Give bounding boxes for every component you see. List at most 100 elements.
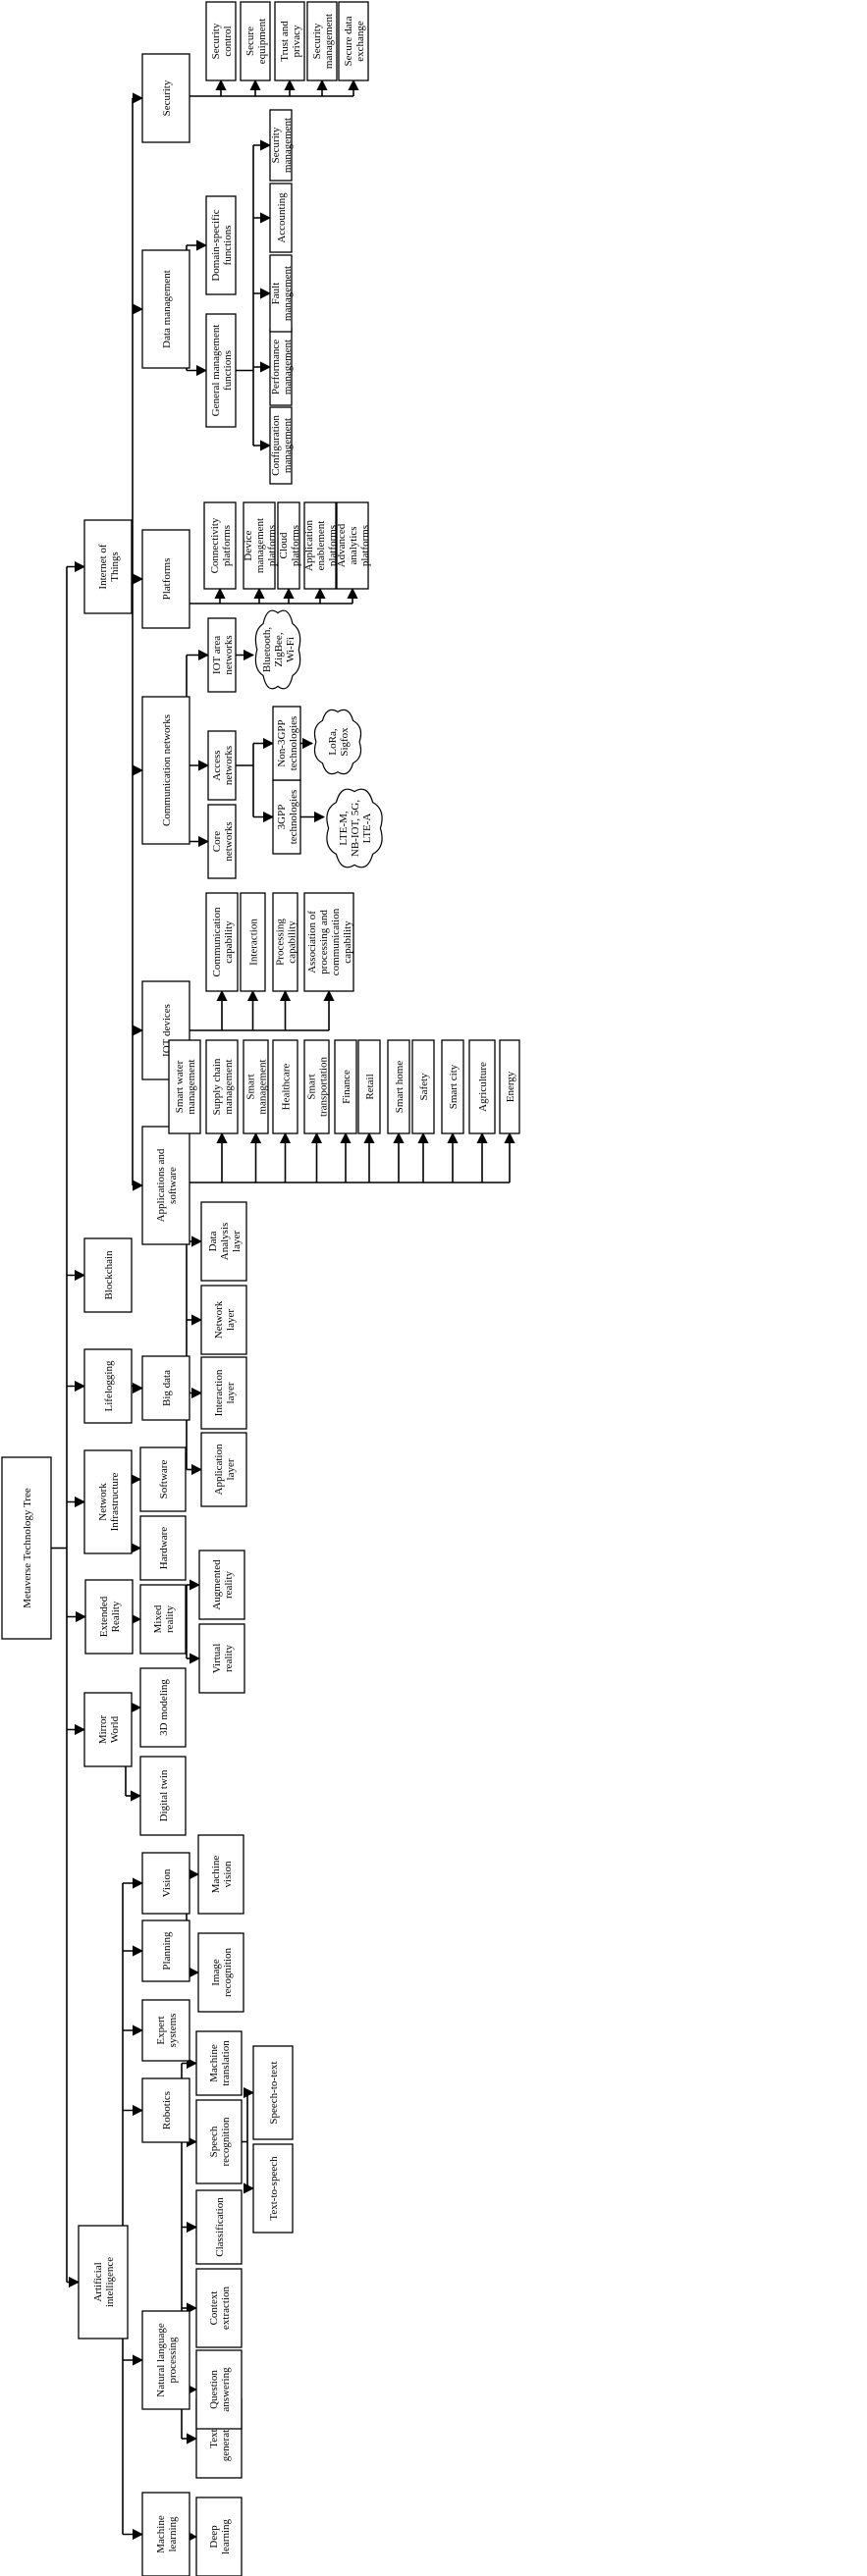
node-dm-general: General managementfunctions <box>205 313 237 428</box>
node-p-cloud: Cloudplatforms <box>277 501 301 590</box>
node-modeling: 3D modeling <box>139 1667 187 1748</box>
node-box <box>200 1356 247 1430</box>
node-box <box>83 1237 133 1313</box>
a-agri-label: Agriculture <box>477 1062 489 1112</box>
node-box <box>499 1039 520 1134</box>
d-assoc-label: Association ofprocessing andcommunicatio… <box>306 908 353 975</box>
node-netinfra: NetworkInfrastructure <box>83 1449 133 1554</box>
cloud-shape <box>326 788 383 868</box>
node-a-home: Smart home <box>387 1039 410 1134</box>
node-ar: Augmentedreality <box>198 1550 245 1620</box>
ml-label: Machinelearning <box>155 2515 179 2553</box>
apps-label: Applications andsoftware <box>155 1148 179 1222</box>
node-box <box>240 892 266 992</box>
a-retail-label: Retail <box>364 1074 376 1099</box>
node-d-inter: Interaction <box>240 892 266 992</box>
node-box <box>336 501 369 590</box>
c-access-label: Accessnetworks <box>211 746 235 785</box>
node-box <box>83 1449 133 1554</box>
node-box <box>207 730 237 801</box>
node-a-health: Healthcare <box>272 1039 298 1134</box>
node-vr: Virtualreality <box>198 1623 245 1694</box>
node-box <box>139 1667 187 1748</box>
applayer-label: Applicationlayer <box>213 1444 237 1495</box>
c-non3gpp-label: Non-3GPPtechnologies <box>276 716 299 771</box>
node-a-retail: Retail <box>357 1039 381 1134</box>
node-box <box>468 1039 496 1134</box>
node-mirror: MirrorWorld <box>83 1692 133 1767</box>
node-a-finance: Finance <box>334 1039 357 1134</box>
node-dm-acct: Accounting <box>269 183 293 253</box>
node-apps: Applications andsoftware <box>141 1126 190 1245</box>
node-box <box>205 1 237 81</box>
node-box <box>338 1 369 81</box>
node-machvis: Machinevision <box>197 1834 244 1915</box>
node-commnet: Communication networks <box>141 696 190 845</box>
cloud-cl-lora: LoRa,Sigfox <box>313 709 362 775</box>
node-box <box>272 1039 298 1134</box>
node-robotics: Robotics <box>141 2077 190 2143</box>
planning-label: Planning <box>161 1931 173 1971</box>
node-tts: Text-to-speech <box>252 2143 294 2234</box>
node-box <box>205 313 237 428</box>
node-digitaltwin: Digital twin <box>139 1756 187 1836</box>
node-box <box>139 1515 187 1581</box>
dalayer-label: DataAnalysislayer <box>207 1223 243 1261</box>
cl-lte-label: LTE-M,NB-IOT, 5G,LTE-A <box>338 800 373 857</box>
node-ai: Artificialintelligence <box>78 2225 129 2339</box>
node-box <box>141 1852 190 1915</box>
a-home-label: Smart home <box>394 1061 406 1114</box>
a-water-label: Smart watermanagement <box>174 1059 197 1114</box>
node-a-water: Smart watermanagement <box>168 1039 201 1134</box>
node-box <box>269 406 293 485</box>
vr-label: Virtualreality <box>211 1644 235 1674</box>
node-platforms: Platforms <box>141 529 190 629</box>
node-c-access: Accessnetworks <box>207 730 237 801</box>
dm-secmg-label: Securitymanagement <box>270 118 294 173</box>
node-box <box>205 892 239 992</box>
node-box <box>200 1201 247 1282</box>
tts-label: Text-to-speech <box>268 2156 280 2221</box>
node-context: Contextextraction <box>195 2268 243 2348</box>
dm-fault-label: Faultmanagement <box>270 266 294 321</box>
node-box <box>83 1348 133 1424</box>
node-box <box>243 1039 269 1134</box>
c-area-label: IOT areanetworks <box>211 635 235 674</box>
node-a-energy: Energy <box>499 1039 520 1134</box>
node-hardware: Hardware <box>139 1515 187 1581</box>
node-box <box>269 183 293 253</box>
iot-label: Internet ofThings <box>97 544 121 589</box>
node-box <box>387 1039 410 1134</box>
node-box <box>411 1039 435 1134</box>
node-box <box>141 1999 190 2062</box>
a-city-label: Smart city <box>448 1064 460 1109</box>
node-box <box>84 1579 134 1655</box>
dm-perf-label: Performancemanagement <box>270 340 294 394</box>
node-qa: Questionanswering <box>195 2349 243 2430</box>
mirror-label: MirrorWorld <box>97 1715 121 1745</box>
node-box <box>269 109 293 182</box>
node-box <box>303 892 354 992</box>
cloud-shape <box>254 609 301 690</box>
node-box <box>195 2268 243 2348</box>
node-s-exch: Secure dataexchange <box>338 1 369 81</box>
node-box <box>272 779 301 855</box>
node-interlayer: Interactionlayer <box>200 1356 247 1430</box>
cl-bt-label: Bluetooth,ZigBee,Wi-Fi <box>261 627 297 672</box>
node-box <box>272 706 301 781</box>
a-energy-label: Energy <box>505 1071 516 1102</box>
node-nlp: Natural languageprocessing <box>141 2310 190 2410</box>
security-label: Security <box>161 79 173 116</box>
node-s-mgmt: Securitymanagement <box>306 1 338 81</box>
node-classif: Classification <box>195 2189 243 2265</box>
node-s-ctrl: Securitycontrol <box>205 1 237 81</box>
d-comm-label: Communicationcapability <box>211 907 235 976</box>
node-a-transport: Smarttransportation <box>303 1039 330 1134</box>
node-box <box>139 1584 187 1655</box>
node-p-dev: Devicemanagementplatforms <box>243 501 278 590</box>
s-ctrl-label: Securitycontrol <box>210 23 234 59</box>
robotics-label: Robotics <box>161 2091 173 2129</box>
node-speechrec: Speechrecognition <box>195 2099 243 2184</box>
node-box <box>83 519 133 614</box>
